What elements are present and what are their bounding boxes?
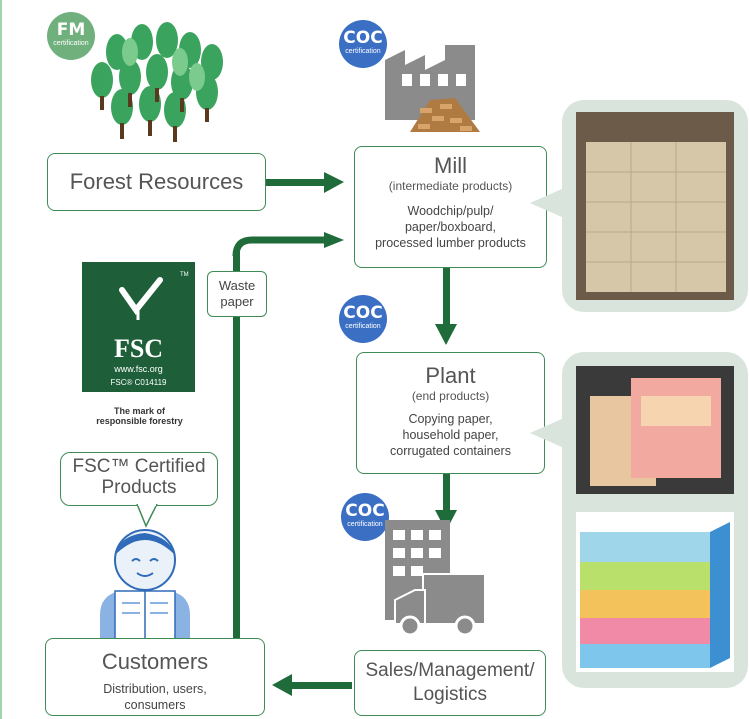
svg-text:TM: TM — [180, 272, 189, 278]
arrow-forest-to-mill — [266, 179, 326, 186]
fsc-certified-products-bubble: FSC™ Certified Products — [60, 452, 218, 506]
arrow-plant-to-sales — [443, 474, 450, 512]
end-products-photo-panel — [562, 352, 748, 688]
arrow-sales-to-customers — [290, 682, 352, 689]
building-truck-illustration — [385, 520, 485, 637]
intermediate-products-photo-panel — [562, 100, 748, 312]
speech-bubble-tail — [136, 504, 158, 528]
paper-stack-photo — [576, 112, 734, 300]
person-reading-illustration — [100, 529, 190, 645]
fsc-tree-checkmark-icon: TM — [119, 272, 189, 320]
panel-pointer-mill — [530, 188, 564, 218]
forest-resources-box: Forest Resources — [47, 153, 266, 211]
panel-pointer-plant — [530, 418, 564, 448]
customers-box: Customers Distribution, users, consumers — [45, 638, 265, 716]
forest-trees-illustration — [91, 22, 223, 142]
waste-loop-vertical — [233, 252, 240, 638]
mill-box: Mill (intermediate products) Woodchip/pu… — [354, 146, 547, 268]
waste-paper-box: Waste paper — [207, 271, 267, 317]
plant-box: Plant (end products) Copying paper, hous… — [356, 352, 545, 474]
copy-paper-photo — [576, 366, 734, 494]
arrow-mill-to-plant — [443, 268, 450, 326]
left-border-line — [0, 0, 2, 719]
tissue-boxes-photo — [576, 512, 734, 672]
fsc-logo: TM FSC www.fsc.org FSC® C014119 — [82, 262, 195, 392]
sales-management-logistics-box: Sales/Management/ Logistics — [354, 650, 546, 716]
factory-illustration — [385, 45, 480, 132]
